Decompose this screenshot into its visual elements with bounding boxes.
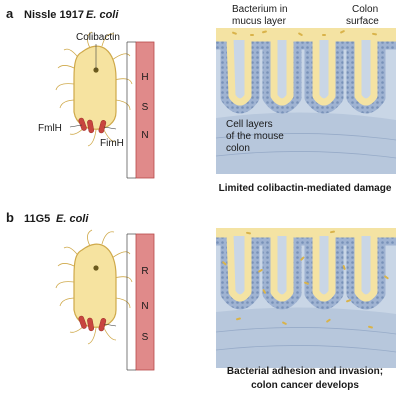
bar-a-letter-2: S [142,102,149,113]
gene-bar-b: R N S [126,233,155,371]
bar-a-letter-3: N [141,130,148,141]
bar-b-letter-2: N [141,301,148,312]
bacterium-a [55,31,133,147]
panel-b-caption-line-2: colon cancer develops [251,380,359,391]
panel-b: b 11G5 E. coli [6,210,397,391]
panel-b-letter: b [6,210,14,225]
panel-b-caption-line-1: Bacterial adhesion and invasion; [227,366,383,377]
colon-surface-label-line-2: surface [346,16,379,27]
bar-b-letter-1: R [141,266,148,277]
gene-bar-a: H S N [126,41,155,179]
invading-bacteria [222,230,389,329]
panel-a-letter: a [6,6,14,21]
cell-layers-label-line-3: colon [226,143,250,154]
colibactin-dot-b [93,265,99,271]
panel-b-species: E. coli [56,213,89,225]
bar-b-letter-3: S [142,332,149,343]
colibactin-label: Colibactin [76,32,120,43]
cell-layers-label-line-2: of the mouse [226,131,284,142]
fmlh-label-a: FmlH [38,123,62,134]
cell-layers-label-line-1: Cell layers [226,119,273,130]
colon-surface-label-line-1: Colon [352,4,378,15]
bacterium-label-line-2: mucus layer [232,16,287,27]
panel-a-species: E. coli [86,9,119,21]
panel-b-strain: 11G5 [24,213,50,225]
panel-a-strain: Nissle 1917 [24,9,84,21]
panel-a-caption: Limited colibactin-mediated damage [219,183,392,194]
colon-tissue-a [215,28,397,174]
bacterium-label-line-1: Bacterium in [232,4,288,15]
panel-a: a Nissle 1917 E. coli Coliba [6,4,397,194]
bar-a-letter-1: H [141,72,148,83]
colon-tissue-b [215,228,397,368]
fimh-label-a: FimH [100,138,124,149]
bacterium-b [55,229,133,345]
